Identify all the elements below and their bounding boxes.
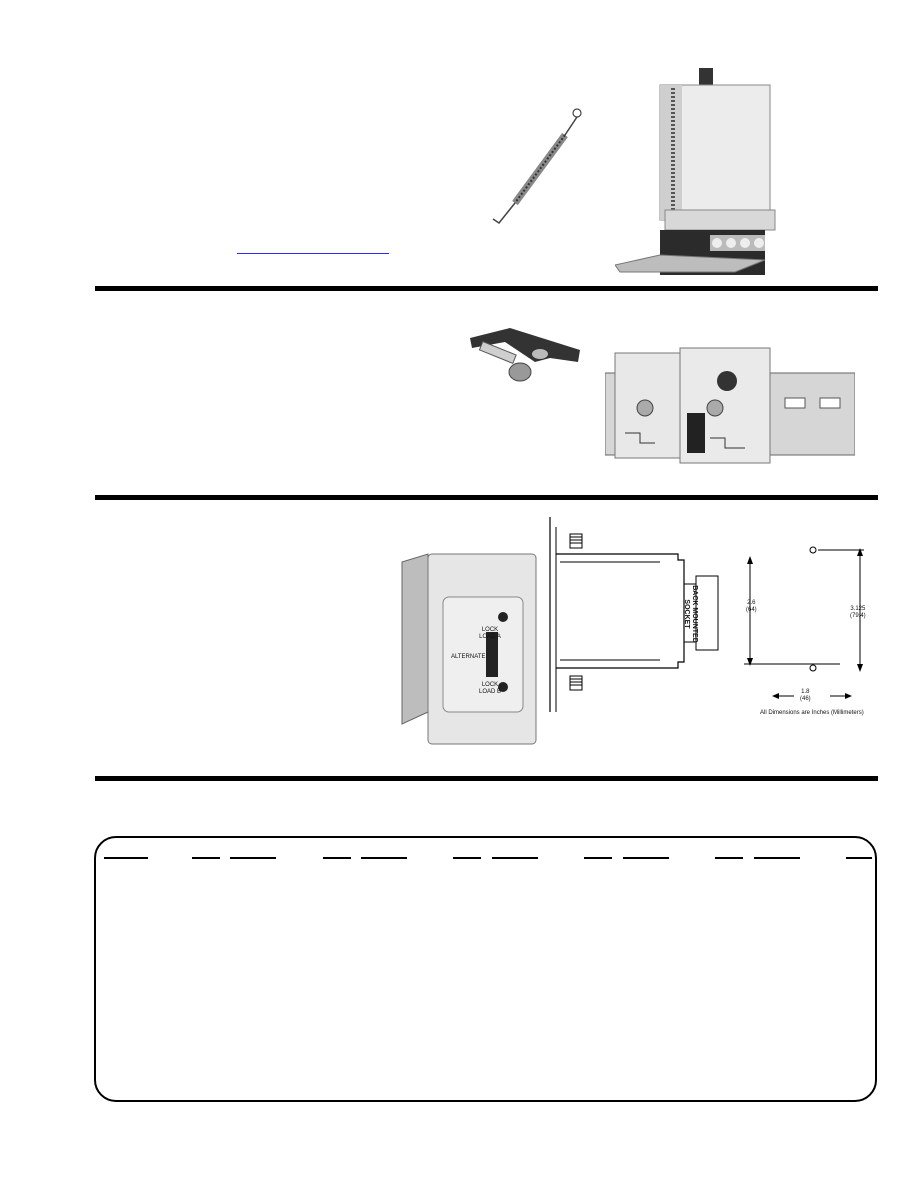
table-header-rule	[230, 857, 276, 859]
table-header-rule	[754, 857, 800, 859]
table-header-rule	[453, 857, 481, 859]
section-divider-3	[95, 776, 878, 781]
height-dimension: 2.6 (64)	[746, 600, 757, 613]
table-header-rule	[104, 857, 148, 859]
section-divider-2	[95, 495, 878, 500]
table-header-rule	[715, 857, 743, 859]
table-header-rule	[492, 857, 538, 859]
table-header-rule	[323, 857, 351, 859]
hyperlink-underline[interactable]	[237, 253, 389, 254]
table-header-rule	[846, 857, 872, 859]
table-header-rule	[361, 857, 407, 859]
lock-load-b-label: LOCK LOAD B	[478, 682, 501, 695]
hold-down-spring-image	[492, 108, 582, 225]
width-arrow	[772, 693, 852, 699]
ordering-table-frame	[94, 836, 877, 1102]
height2-dimension: 3.125 (79.4)	[850, 606, 866, 619]
alternating-relay-switch-plate-image	[401, 553, 537, 745]
width-dimension: 1.8 (46)	[800, 689, 811, 702]
panel-cutout-dimension-drawing	[744, 546, 864, 672]
relay-with-socket-image	[615, 68, 776, 275]
lock-load-a-label: LOCK LOAD A	[479, 627, 501, 640]
din-rail-mounted-relays-image	[605, 347, 855, 464]
section-divider-1	[95, 286, 878, 291]
table-header-rule	[623, 857, 669, 859]
side-view-dimension-drawing	[549, 517, 719, 712]
back-mounted-socket-label: BACK MOUNTED SOCKET	[683, 585, 698, 643]
table-header-rule	[584, 857, 612, 859]
dimensions-note: All Dimensions are Inches (Millimeters)	[760, 710, 864, 716]
table-header-rule	[192, 857, 220, 859]
alternate-label: ALTERNATE	[451, 654, 486, 660]
mounting-clip-and-screw-image	[470, 328, 580, 382]
